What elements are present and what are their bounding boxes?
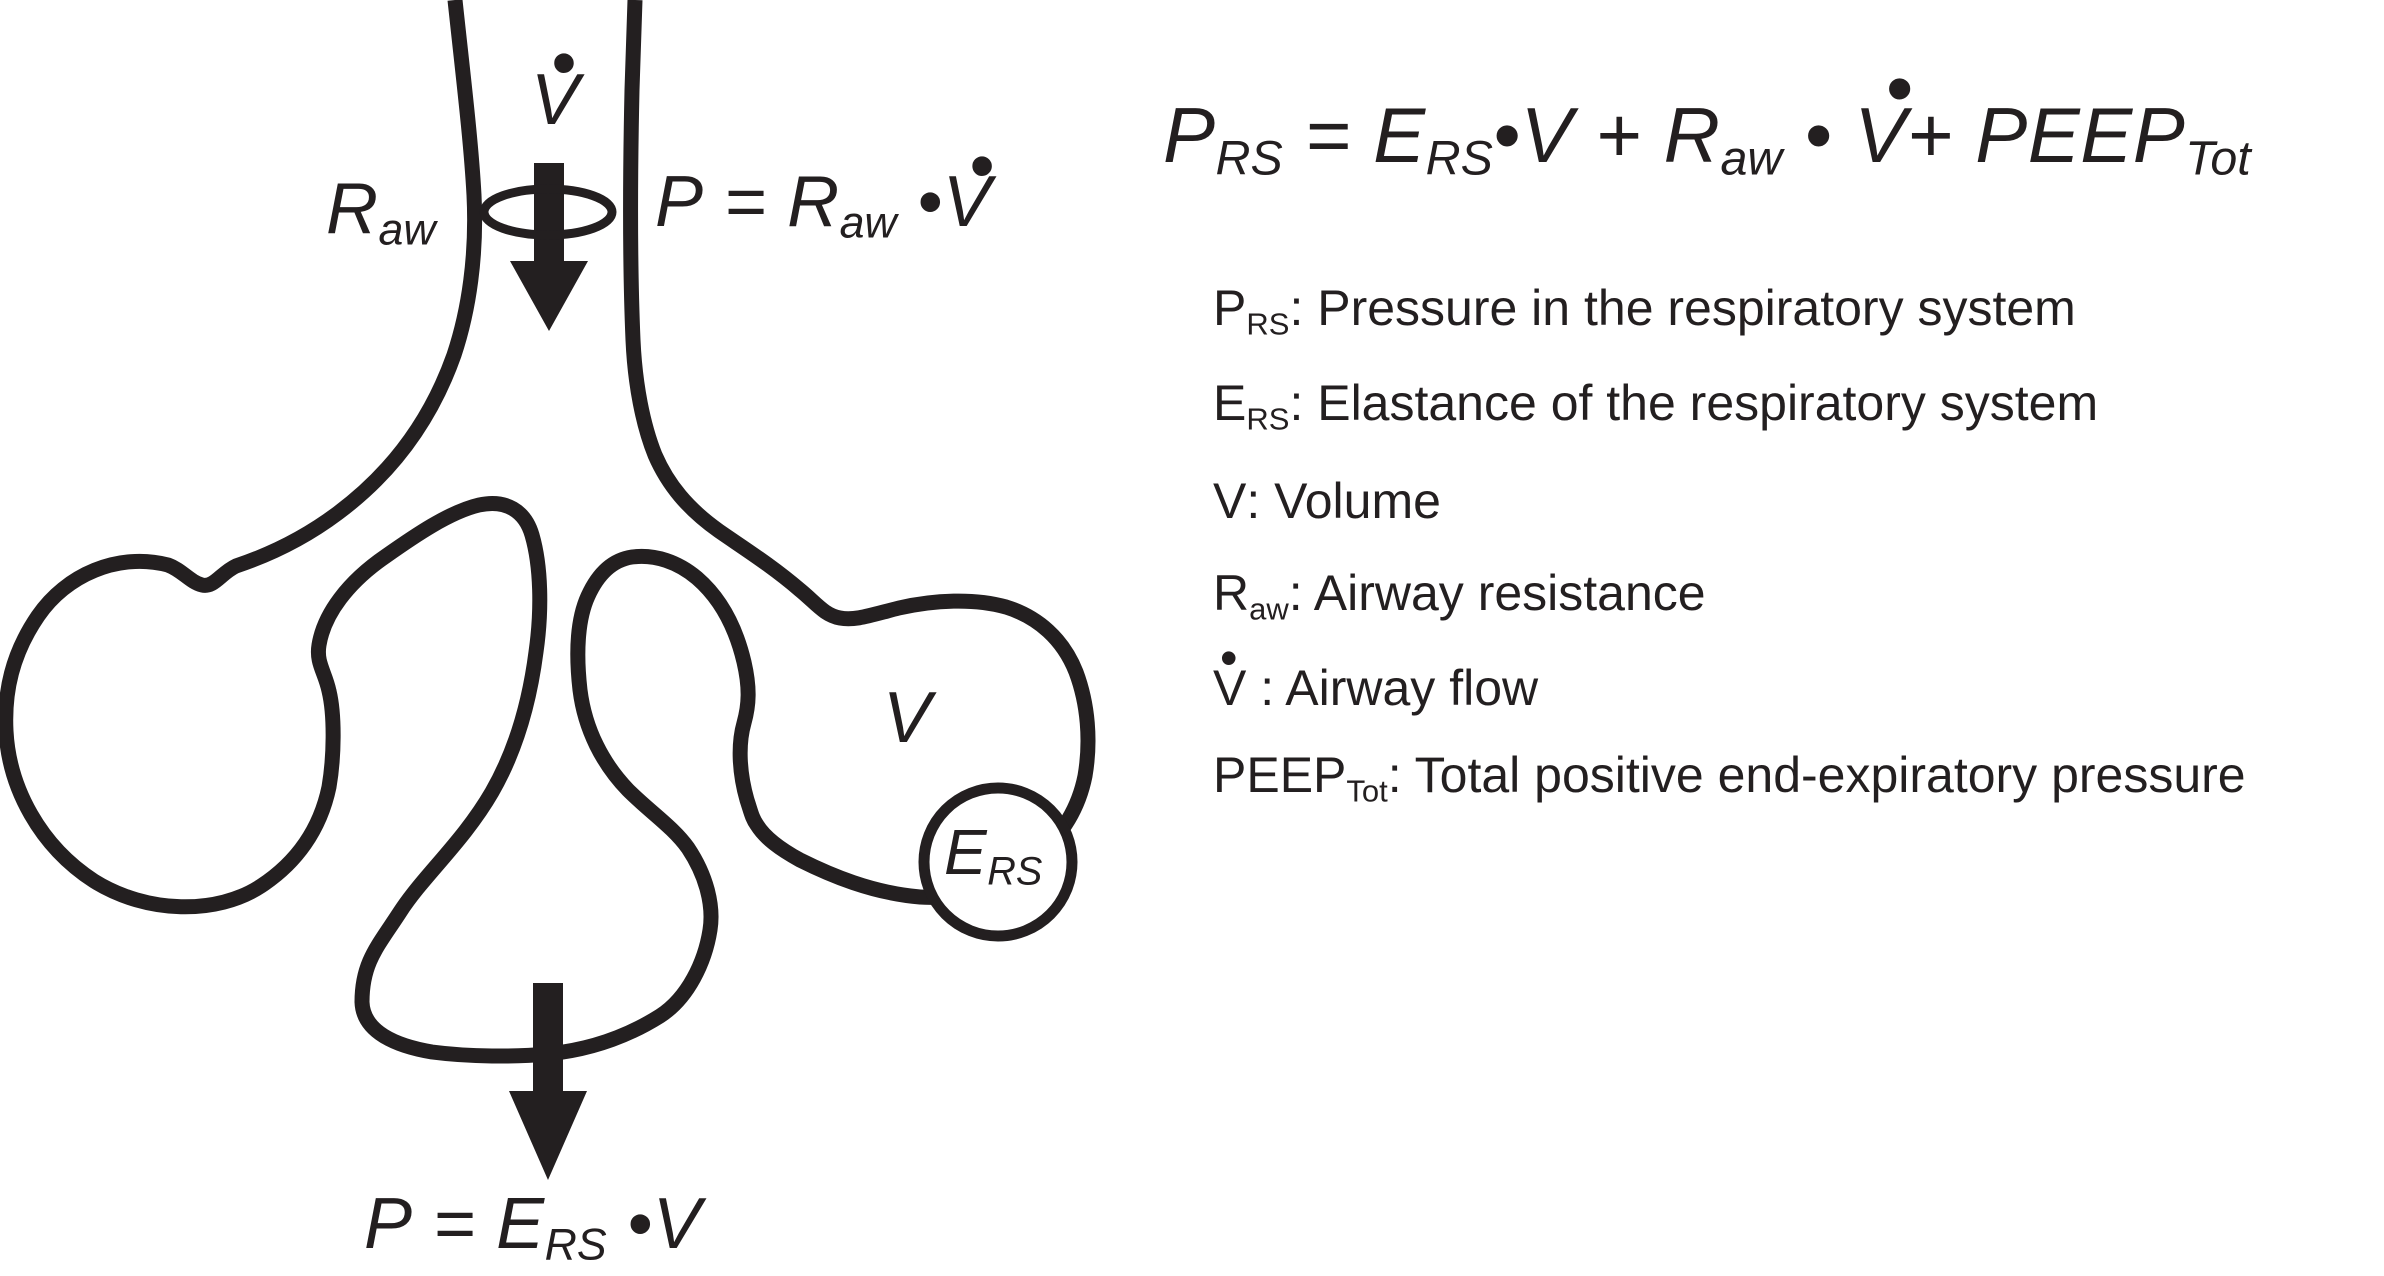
legend-item-flow: •V : Airway flow [1213,630,1539,716]
elastance-label: ERS [944,816,1043,894]
legend-item-peep: PEEPTot: Total positive end-expiratory p… [1213,747,2246,809]
respiratory-system-diagram [0,0,1096,1180]
elastance-circle [918,782,1078,942]
flow-arrow-top [510,163,588,331]
airway-resistance-label: Raw [326,169,436,255]
legend-item-prs: PRS: Pressure in the respiratory system [1213,280,2076,342]
flow-symbol-top: •V [531,22,580,140]
v-dot-symbol: •V [1213,630,1247,716]
volume-label: V [883,678,932,758]
flow-dot-icon: • [1885,44,1914,133]
elastic-pressure-equation: P = ERS •V [364,1184,702,1270]
equation-of-motion: PRS = ERS•V + Raw • •V+ PEEPTot [1163,44,2251,186]
legend-item-ers: ERS: Elastance of the respiratory system [1213,375,2099,437]
airway-resistance-ring [479,184,617,240]
flow-dot-icon: • [551,22,578,103]
lung-outline-path [0,0,1096,1064]
flow-dot-icon: • [1220,630,1238,686]
legend-item-raw: Raw: Airway resistance [1213,565,1706,627]
v-dot-symbol: •V [942,126,996,242]
resistive-pressure-equation: P = Raw ••V [655,126,996,248]
legend-item-volume: V: Volume [1213,473,1441,529]
v-dot-symbol: •V [531,22,580,140]
flow-dot-icon: • [969,126,996,206]
v-dot-symbol: •V [1854,44,1914,179]
flow-arrow-bottom [509,983,587,1180]
